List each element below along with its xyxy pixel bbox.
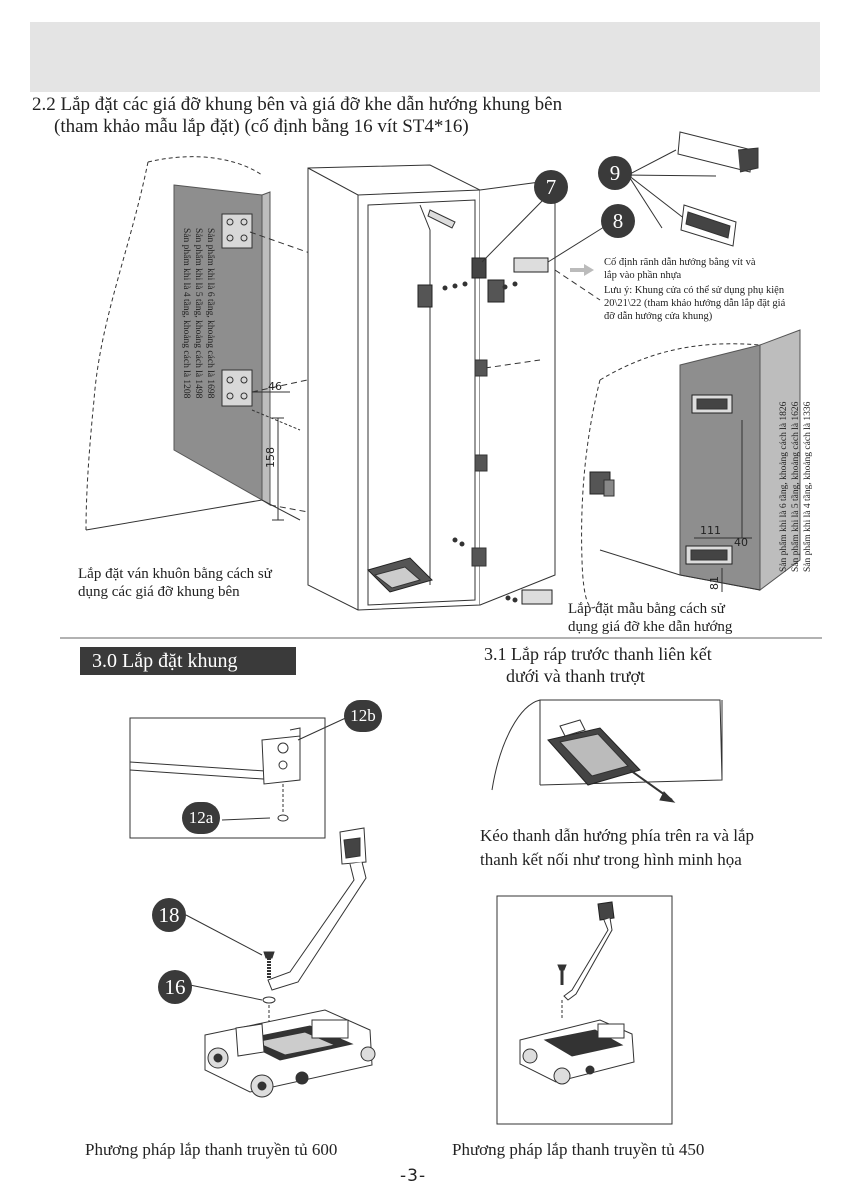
section-3-1-line2: dưới và thanh trượt bbox=[506, 666, 646, 686]
caution-note-line2: 20\21\22 (tham khảo hướng dẫn lắp đặt gi… bbox=[604, 298, 786, 309]
left-spacing-note-3: Sản phẩm khi là 4 tầng, khoảng cách là 1… bbox=[181, 228, 191, 399]
caption-right-line1: Lắp đặt mẫu bằng cách sử bbox=[568, 601, 725, 617]
method-600-caption: Phương pháp lắp thanh truyền tủ 600 bbox=[85, 1140, 338, 1159]
callout-9: 9 bbox=[598, 156, 632, 190]
caption-left-line2: dụng các giá đỡ khung bên bbox=[78, 584, 240, 600]
detail-box-450 bbox=[496, 895, 673, 1125]
callout-18: 18 bbox=[152, 898, 186, 932]
page-number: -3- bbox=[400, 1166, 427, 1186]
left-panel-dashed-top bbox=[147, 156, 263, 176]
right-spacing-note-2: Sản phẩm khi là 5 tầng, khoảng cách là 1… bbox=[791, 401, 801, 572]
caution-note: Lưu ý: Khung cửa có thể sử dụng phụ kiện… bbox=[604, 284, 785, 323]
fixing-note: Cố định rãnh dẫn hướng bằng vít và lắp v… bbox=[604, 256, 756, 282]
callout-7: 7 bbox=[534, 170, 568, 204]
dim-46: 46 bbox=[268, 380, 282, 393]
left-bracket-top bbox=[221, 213, 253, 249]
callout-16: 16 bbox=[158, 970, 192, 1004]
instruction-3-1: Kéo thanh dẫn hướng phía trên ra và lắp … bbox=[480, 824, 754, 872]
rod-600 bbox=[267, 861, 367, 991]
callout-12b: 12b bbox=[344, 700, 382, 732]
callout-12a: 12a bbox=[182, 802, 220, 834]
cabinet-body bbox=[307, 164, 481, 611]
right-spacing-note-1: Sản phẩm khi là 6 tầng, khoảng cách là 1… bbox=[779, 401, 789, 572]
section-2-2-line2: (tham khảo mẫu lắp đặt) (cố định bằng 16… bbox=[54, 116, 469, 137]
instruction-3-1-line1: Kéo thanh dẫn hướng phía trên ra và lắp bbox=[480, 826, 755, 845]
section-2-2-title: 2.2 Lắp đặt các giá đỡ khung bên và giá … bbox=[32, 94, 562, 138]
left-spacing-note-2: Sản phẩm khi là 5 tầng, khoảng cách là 1… bbox=[193, 228, 203, 399]
dim-158: 158 bbox=[264, 447, 277, 468]
dim-111: 111 bbox=[700, 524, 721, 537]
header-band bbox=[30, 22, 820, 92]
section-2-2-line1: 2.2 Lắp đặt các giá đỡ khung bên và giá … bbox=[32, 94, 563, 115]
caption-sample-install: Lắp đặt mẫu bằng cách sử dụng giá đỡ khe… bbox=[568, 600, 732, 636]
callout-8: 8 bbox=[601, 204, 635, 238]
caution-note-line3: đỡ dẫn hướng cửa khung) bbox=[604, 311, 713, 322]
section-3-0-title: 3.0 Lắp đặt khung bbox=[80, 647, 296, 675]
section-3-1-line1: 3.1 Lắp ráp trước thanh liên kết bbox=[484, 644, 712, 664]
instruction-3-1-line2: thanh kết nối như trong hình minh họa bbox=[480, 850, 742, 869]
dim-81: 81 bbox=[708, 576, 721, 590]
caution-note-line1: Lưu ý: Khung cửa có thể sử dụng phụ kiện bbox=[604, 285, 785, 296]
rail-piece-9-top bbox=[677, 131, 753, 173]
fixing-note-line1: Cố định rãnh dẫn hướng bằng vít và bbox=[604, 257, 756, 268]
dim-40: 40 bbox=[734, 536, 748, 549]
caption-right-line2: dụng giá đỡ khe dẫn hướng bbox=[568, 619, 733, 635]
left-bracket-bottom bbox=[221, 369, 253, 407]
rod-450 bbox=[563, 917, 613, 1001]
method-450-caption: Phương pháp lắp thanh truyền tủ 450 bbox=[452, 1140, 705, 1159]
slide-bracket-8-mounted bbox=[513, 257, 549, 273]
right-spacing-note-3: Sản phẩm khi là 4 tầng, khoảng cách là 1… bbox=[803, 401, 813, 572]
bracket-7-mounted bbox=[417, 284, 433, 308]
caption-left-line1: Lắp đặt ván khuôn bằng cách sử bbox=[78, 566, 272, 582]
section-3-1-title: 3.1 Lắp ráp trước thanh liên kết dưới và… bbox=[484, 643, 712, 687]
left-spacing-note-1: Sản phẩm khi là 6 tầng, khoảng cách là 1… bbox=[205, 228, 215, 399]
left-panel-dashed-left bbox=[85, 161, 149, 531]
fixing-note-line2: lắp vào phần nhựa bbox=[604, 270, 682, 281]
caption-template-install: Lắp đặt ván khuôn bằng cách sử dụng các … bbox=[78, 565, 272, 601]
